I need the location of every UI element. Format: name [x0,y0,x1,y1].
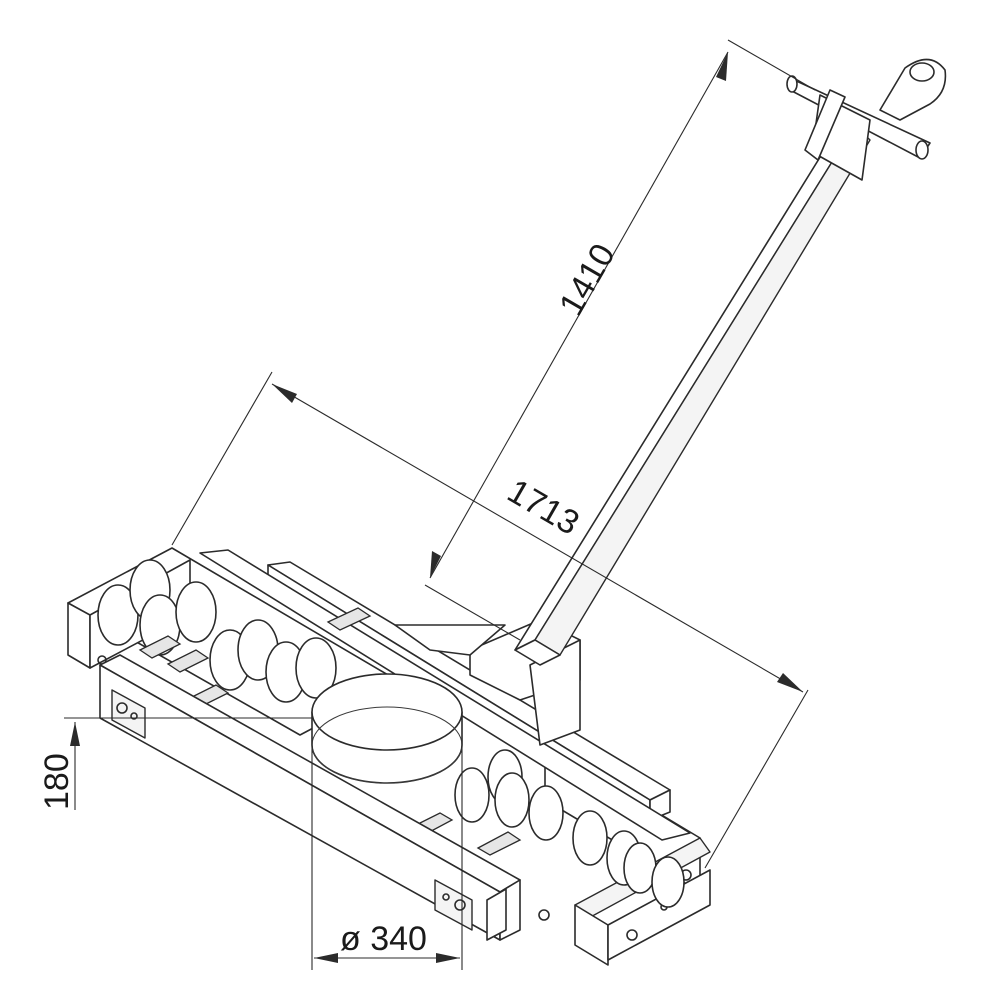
right-roller-module [408,733,711,966]
roller-right-4 [623,842,685,908]
dimension-diameter-label: ø 340 [340,920,427,958]
roller-left-3 [209,619,279,691]
left-roller-module [67,547,401,736]
dimension-diameter [311,740,463,970]
dimension-1713 [171,371,809,869]
dimension-180-label: 180 [38,753,76,810]
dimension-1410 [424,39,816,641]
dimension-1713-label: 1713 [501,472,586,543]
roller-left-4 [265,637,337,703]
dimension-1410-label: 1410 [552,237,623,322]
tow-handle [514,58,947,666]
turntable-plate [311,673,463,784]
dimension-180 [64,717,312,810]
roller-right-3 [572,810,642,886]
roller-right-2 [494,772,564,841]
front-rail [99,654,550,941]
